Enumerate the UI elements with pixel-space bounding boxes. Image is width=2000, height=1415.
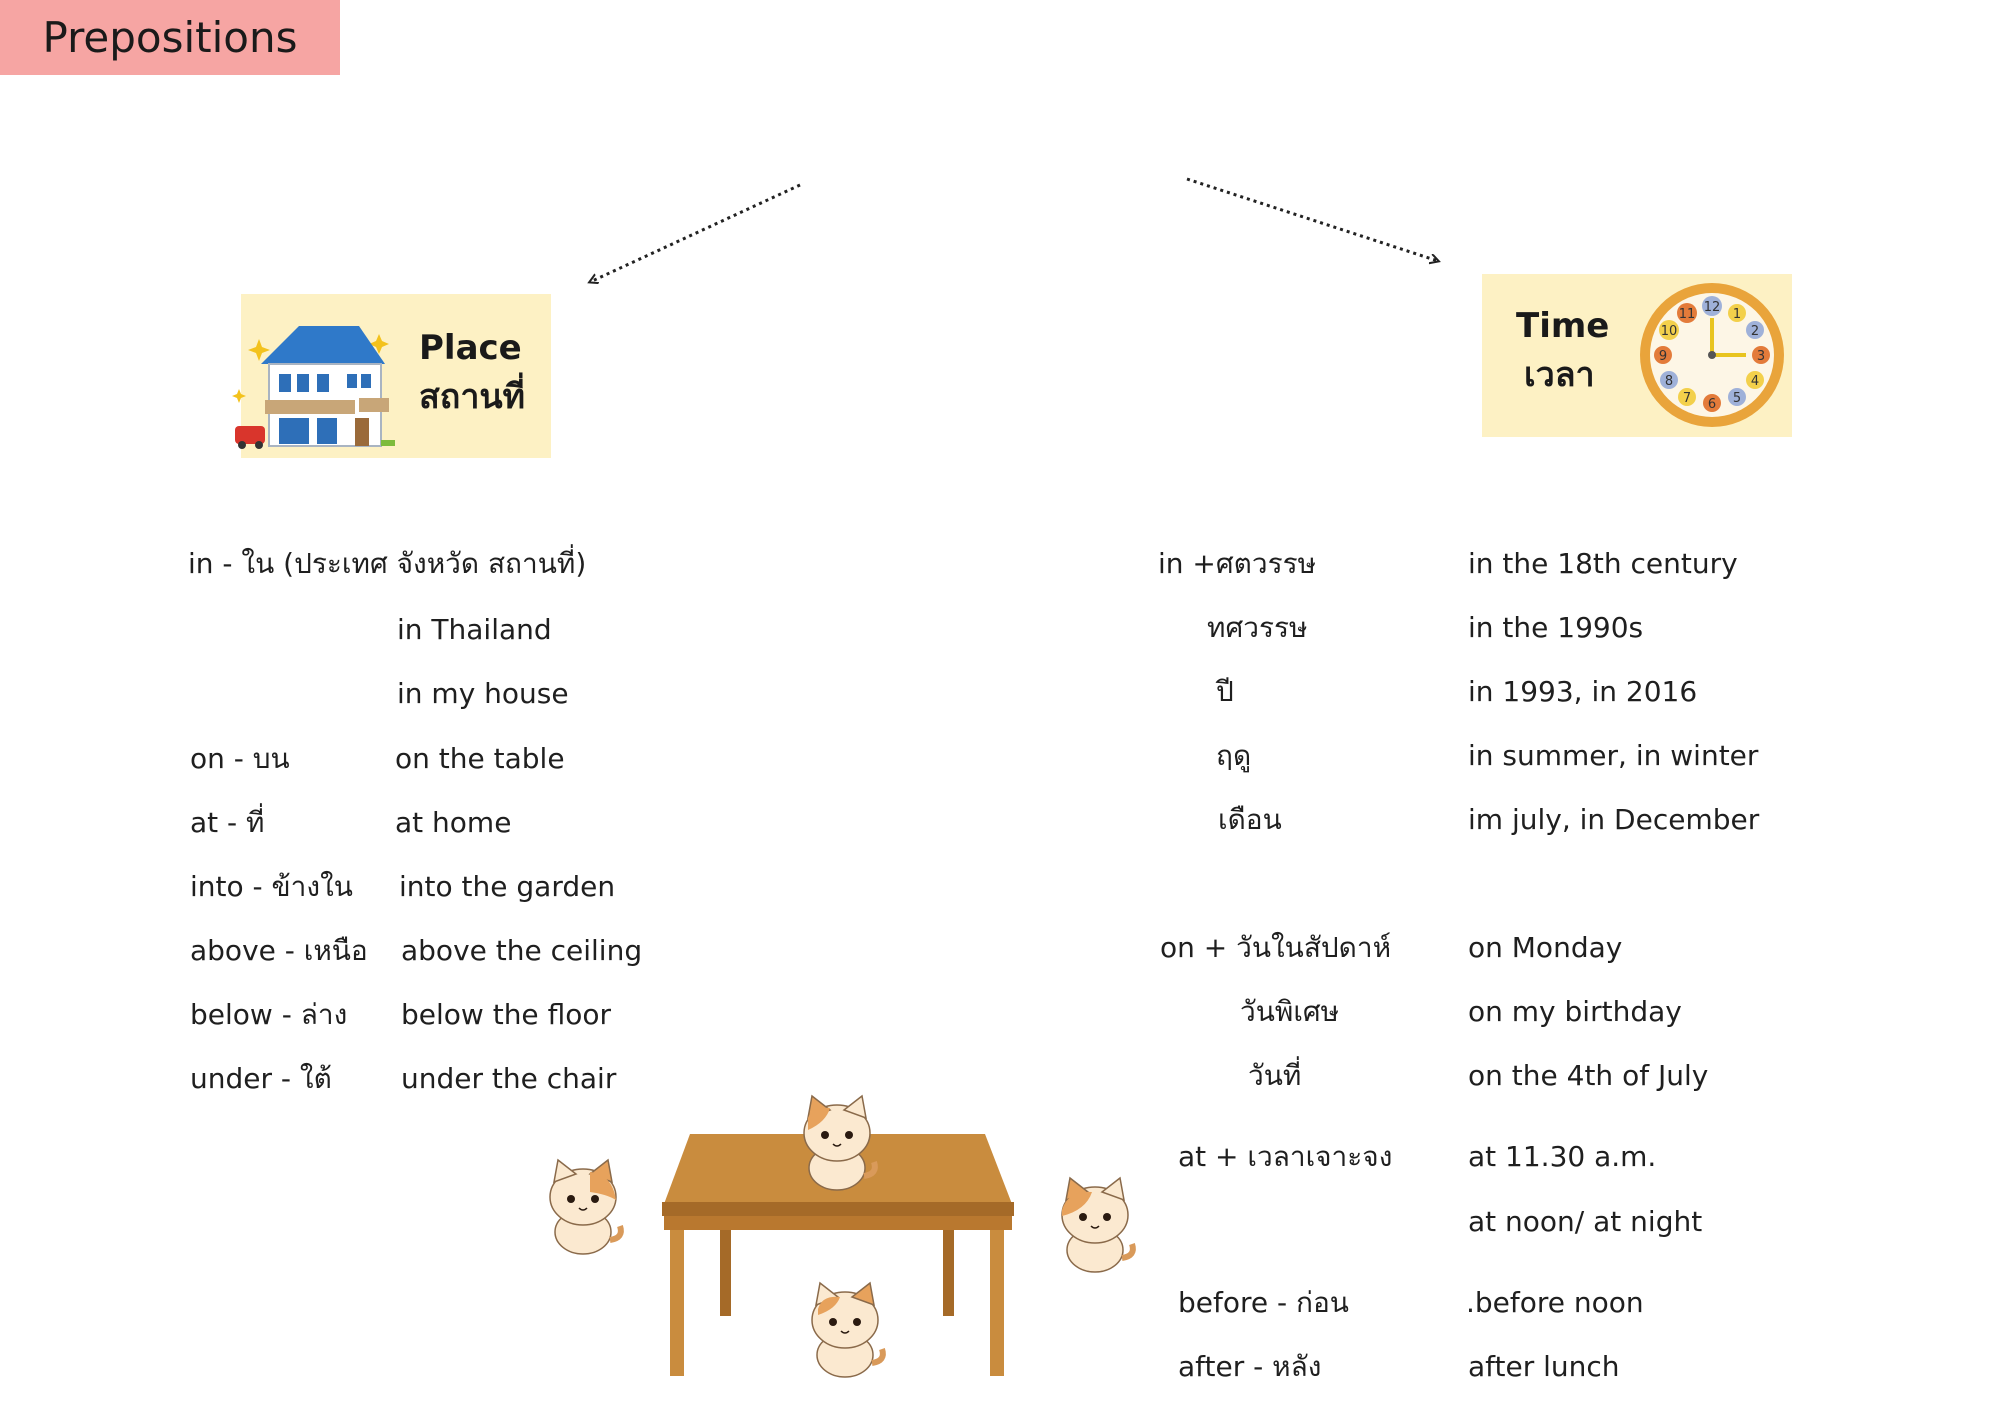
svg-text:8: 8 (1665, 374, 1673, 389)
time-on-example-3: on the 4th of July (1468, 1059, 1709, 1092)
cat-icon (1061, 1176, 1136, 1273)
time-on-label-2: วันพิเศษ (1240, 995, 1340, 1028)
time-on-example-2: on my birthday (1468, 995, 1682, 1028)
time-label-th: เวลา (1524, 355, 1595, 396)
place-example-6: under the chair (401, 1062, 617, 1095)
time-in-example-1: in the 18th century (1468, 547, 1738, 580)
place-example-1: on the table (395, 742, 565, 775)
place-card: Place สถานที่ (232, 294, 551, 458)
svg-text:3: 3 (1757, 349, 1765, 364)
time-in-example-4: in summer, in winter (1468, 739, 1759, 772)
time-in-label-5: เดือน (1218, 803, 1282, 836)
svg-text:7: 7 (1683, 391, 1691, 406)
place-prep-4: above - เหนือ (190, 934, 368, 967)
place-in-example-1: in Thailand (397, 613, 552, 646)
time-before-example: .before noon (1466, 1286, 1644, 1319)
place-example-5: below the floor (401, 998, 611, 1031)
time-in-label-3: ปี (1216, 675, 1234, 708)
svg-text:11: 11 (1679, 307, 1696, 322)
place-header: in - ใน (ประเทศ จังหวัด สถานที่) (188, 547, 587, 580)
svg-text:2: 2 (1751, 324, 1759, 339)
svg-text:10: 10 (1661, 324, 1678, 339)
time-in-example-3: in 1993, in 2016 (1468, 675, 1698, 708)
cat-icon (549, 1158, 624, 1255)
time-at-example-1: at 11.30 a.m. (1468, 1140, 1657, 1173)
house-icon (232, 326, 395, 449)
time-after-label: after - หลัง (1178, 1350, 1322, 1383)
svg-text:9: 9 (1659, 349, 1667, 364)
time-in-label-2: ทศวรรษ (1207, 611, 1308, 644)
time-in-example-2: in the 1990s (1468, 611, 1644, 644)
place-prep-3: into - ข้างใน (190, 870, 353, 903)
arrow-to-place (590, 183, 801, 282)
time-after-example: after lunch (1468, 1350, 1620, 1383)
place-prep-5: below - ล่าง (190, 998, 348, 1031)
svg-text:6: 6 (1708, 397, 1716, 412)
time-card: Time เวลา 12 1 2 3 4 5 6 7 8 9 10 11 (1482, 274, 1792, 437)
arrows (0, 177, 2000, 400)
svg-text:4: 4 (1751, 374, 1759, 389)
time-in-label-4: ฤดู (1216, 739, 1252, 772)
time-before-label: before - ก่อน (1178, 1286, 1349, 1319)
place-label-en: Place (419, 328, 522, 368)
arrow-to-time (1186, 177, 1438, 261)
time-on-example-1: on Monday (1468, 931, 1623, 964)
time-label-en: Time (1516, 306, 1610, 346)
time-in-example-5: im july, in December (1468, 803, 1760, 836)
svg-text:1: 1 (1733, 307, 1741, 322)
place-prep-1: on - บน (190, 742, 290, 775)
place-in-example-2: in my house (397, 677, 569, 710)
clock-icon: 12 1 2 3 4 5 6 7 8 9 10 11 (1640, 283, 1784, 427)
svg-text:12: 12 (1704, 300, 1721, 315)
page-title: Prepositions (42, 13, 298, 62)
time-at-label: at + เวลาเจาะจง (1178, 1140, 1393, 1173)
place-prep-2: at - ที่ (190, 806, 265, 839)
cat-icon (803, 1094, 878, 1191)
place-example-4: above the ceiling (401, 934, 643, 967)
time-on-label-1: on + วันในสัปดาห์ (1160, 931, 1392, 964)
place-prep-6: under - ใต้ (190, 1062, 332, 1095)
cat-icon (811, 1281, 886, 1378)
time-on-label-3: วันที่ (1248, 1059, 1302, 1092)
place-example-3: into the garden (399, 870, 616, 903)
title-box: Prepositions (0, 0, 340, 75)
time-in-label-1: in +ศตวรรษ (1158, 547, 1317, 580)
svg-text:5: 5 (1733, 391, 1741, 406)
time-at-example-2: at noon/ at night (1468, 1205, 1703, 1238)
place-label-th: สถานที่ (419, 377, 526, 418)
place-example-2: at home (395, 806, 512, 839)
